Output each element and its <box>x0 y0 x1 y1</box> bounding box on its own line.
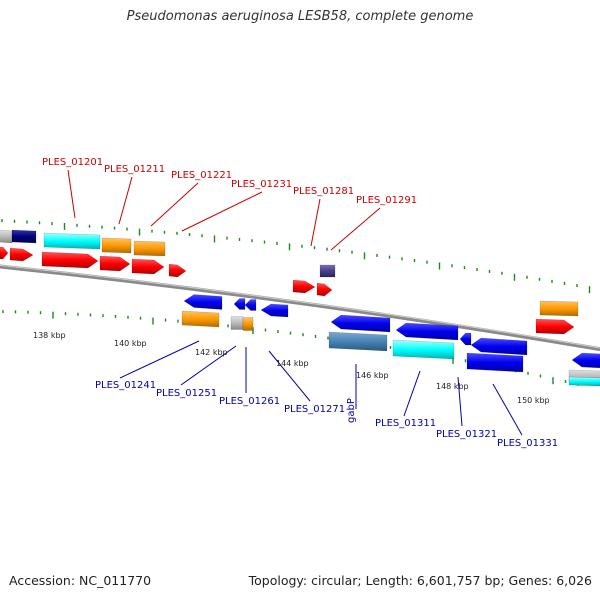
gene-label: PLES_01311 <box>375 418 436 429</box>
cds-arrow <box>0 246 9 260</box>
leader-line <box>150 182 199 227</box>
cds-arrow <box>395 322 459 341</box>
cds-arrow <box>41 251 99 269</box>
accession-label: Accession: NC_011770 <box>9 573 152 588</box>
cds-block <box>11 229 37 244</box>
cds-arrow <box>233 298 246 310</box>
cds-features <box>0 229 600 387</box>
leader-line <box>457 376 463 427</box>
cds-block <box>466 352 524 373</box>
cds-block <box>230 316 244 330</box>
cds-arrow <box>99 255 131 272</box>
scale-label: 146 kbp <box>356 371 389 380</box>
cds-block <box>568 376 600 387</box>
leader-line <box>119 340 200 379</box>
leader-line <box>181 191 263 232</box>
gene-label: PLES_01211 <box>104 164 165 175</box>
gene-label: gabP <box>346 398 357 423</box>
leader-line <box>118 176 133 225</box>
genome-backbone-highlight <box>0 264 600 349</box>
leader-line <box>403 370 421 417</box>
cds-arrow <box>244 299 257 311</box>
cds-arrow <box>292 279 316 294</box>
outer-tick-track <box>1 219 591 294</box>
cds-block <box>328 331 388 352</box>
cds-arrow <box>131 258 165 275</box>
cds-arrow <box>470 337 528 356</box>
gene-label: PLES_01271 <box>284 404 345 415</box>
cds-arrow <box>260 303 289 318</box>
cds-arrow <box>168 263 187 278</box>
gene-label: PLES_01331 <box>497 438 558 449</box>
cds-block <box>392 339 455 360</box>
cds-arrow <box>316 282 333 297</box>
gene-label: PLES_01201 <box>42 157 103 168</box>
cds-arrow <box>571 352 600 369</box>
gene-label: PLES_01281 <box>293 186 354 197</box>
cds-block <box>0 229 13 244</box>
genome-backbone <box>0 264 600 352</box>
map-title: Pseudomonas aeruginosa LESB58, complete … <box>126 9 474 24</box>
cds-arrow <box>535 318 575 335</box>
cds-block <box>319 264 336 278</box>
scale-labels: 138 kbp 140 kbp 142 kbp 144 kbp 146 kbp … <box>33 331 550 405</box>
reverse-gene-labels: PLES_01241 PLES_01251 PLES_01261 PLES_01… <box>95 380 558 449</box>
scale-label: 144 kbp <box>276 359 309 368</box>
scale-label: 138 kbp <box>33 331 66 340</box>
cds-block <box>101 237 132 254</box>
cds-arrow <box>330 314 391 333</box>
leader-line <box>180 345 237 386</box>
cds-block <box>43 232 101 250</box>
cds-block <box>133 240 166 257</box>
cds-block <box>242 317 254 331</box>
scale-label: 150 kbp <box>517 396 550 405</box>
cds-block <box>539 300 579 317</box>
label-leader-lines <box>67 169 523 436</box>
gene-label: PLES_01241 <box>95 380 156 391</box>
gene-label: PLES_01231 <box>231 179 292 190</box>
leader-line <box>492 383 523 436</box>
leader-line <box>67 169 76 219</box>
gene-label: PLES_01221 <box>171 170 232 181</box>
cds-arrow <box>459 332 472 346</box>
scale-label: 142 kbp <box>195 348 228 357</box>
cds-block <box>181 310 220 328</box>
genome-summary: Topology: circular; Length: 6,601,757 bp… <box>248 573 592 588</box>
leader-line <box>330 207 381 251</box>
cds-arrow <box>183 294 223 310</box>
scale-label: 140 kbp <box>114 339 147 348</box>
scale-label: 148 kbp <box>436 382 469 391</box>
leader-line <box>268 350 311 402</box>
cds-arrow <box>9 247 34 262</box>
forward-gene-labels: PLES_01201 PLES_01211 PLES_01221 PLES_01… <box>42 157 417 206</box>
leader-line <box>310 198 321 247</box>
gene-label: PLES_01291 <box>356 195 417 206</box>
gene-label: PLES_01321 <box>436 429 497 440</box>
gene-label: PLES_01261 <box>219 396 280 407</box>
gene-label: PLES_01251 <box>156 388 217 399</box>
